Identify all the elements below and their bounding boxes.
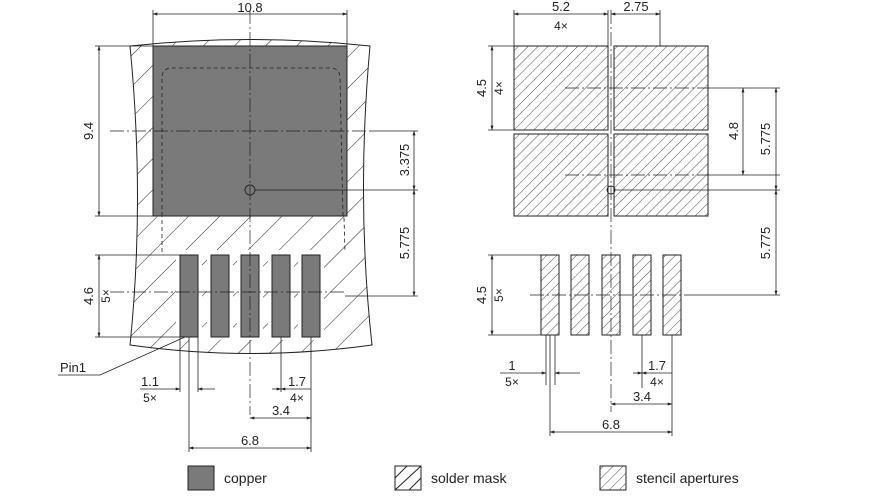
right-view: 5.2 4× 2.75 4.5 4× 4.8 5.775 5.775 4.5 5… bbox=[474, 0, 780, 436]
dim-lead-height-right: 4.5 bbox=[474, 286, 489, 304]
dim-lead-height: 4.6 bbox=[81, 287, 96, 305]
copper-lead-2 bbox=[210, 254, 230, 338]
dim-pad-width-count: 4× bbox=[554, 19, 568, 33]
dim-lead-span-half-right: 3.4 bbox=[633, 389, 651, 404]
dim-lead-gap-right: 1.7 bbox=[648, 358, 666, 373]
dim-lead-height-count: 5× bbox=[99, 289, 113, 303]
right-dimensions bbox=[488, 10, 780, 436]
dim-pad-height-count: 4× bbox=[492, 81, 506, 95]
legend-solder-mask-label: solder mask bbox=[431, 470, 507, 486]
dim-lead-width-count: 5× bbox=[143, 391, 157, 405]
left-dimensions bbox=[58, 10, 418, 452]
dim-width-total: 10.8 bbox=[237, 0, 262, 15]
dim-pad-height: 4.5 bbox=[474, 79, 489, 97]
copper-lead-1 bbox=[179, 254, 199, 338]
dim-lead-height-count-right: 5× bbox=[492, 288, 506, 302]
dim-lead-span-right: 6.8 bbox=[602, 417, 620, 432]
dim-lead-gap-count: 4× bbox=[290, 391, 304, 405]
dim-tab-offset: 3.375 bbox=[397, 144, 412, 177]
pin1-label: Pin1 bbox=[60, 360, 86, 375]
dim-center-to-leads: 5.775 bbox=[758, 227, 773, 260]
dim-lead-width-count-right: 5× bbox=[505, 375, 519, 389]
dim-pad-width: 5.2 bbox=[552, 0, 570, 14]
copper-lead-5 bbox=[301, 254, 321, 338]
dim-tab-to-leads: 5.775 bbox=[397, 227, 412, 260]
dim-lead-gap: 1.7 bbox=[288, 374, 306, 389]
legend: copper solder mask stencil apertures bbox=[187, 465, 739, 491]
dim-pad-to-center: 5.775 bbox=[758, 123, 773, 156]
copper-lead-4 bbox=[271, 254, 291, 338]
dim-pad-offset: 2.75 bbox=[623, 0, 648, 14]
legend-copper-label: copper bbox=[224, 470, 267, 486]
dim-lead-span-half: 3.4 bbox=[272, 403, 290, 418]
legend-stencil-label: stencil apertures bbox=[636, 470, 739, 486]
dim-pad-vertical: 4.8 bbox=[726, 122, 741, 140]
dim-lead-span: 6.8 bbox=[241, 433, 259, 448]
left-view: 10.8 9.4 3.375 5.775 4.6 5× Pin1 1.1 5× … bbox=[58, 0, 418, 452]
dim-height-tab: 9.4 bbox=[81, 122, 96, 140]
legend-copper-swatch bbox=[187, 465, 215, 491]
dim-lead-width-right: 1 bbox=[508, 358, 515, 373]
legend-stencil-swatch bbox=[599, 465, 627, 491]
dim-lead-gap-count-right: 4× bbox=[650, 375, 664, 389]
dim-lead-width: 1.1 bbox=[141, 374, 159, 389]
